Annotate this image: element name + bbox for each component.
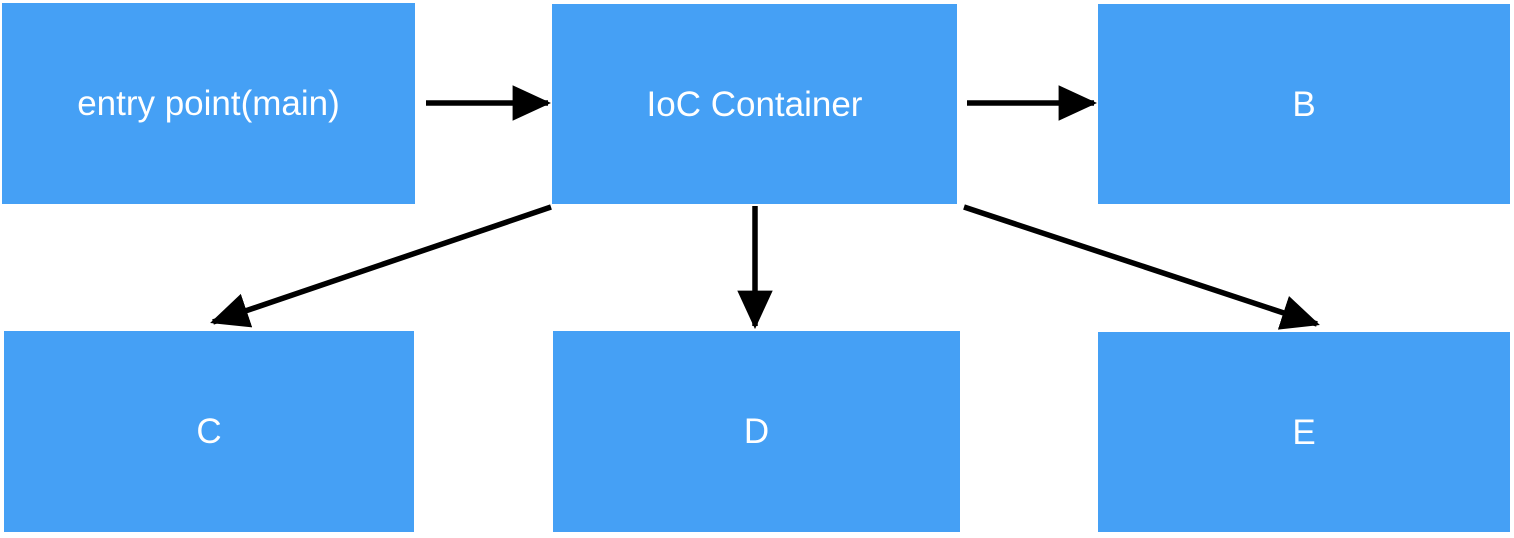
node-e[interactable]: E [1098,332,1510,532]
node-label: E [1292,412,1316,452]
edge-ioc-to-c [210,204,552,328]
node-label: B [1292,84,1316,124]
node-label: entry point(main) [77,84,340,123]
node-c[interactable]: C [4,331,414,532]
node-b[interactable]: B [1098,4,1510,204]
edge-ioc-to-e [963,204,1320,330]
node-entry-point-main[interactable]: entry point(main) [2,3,415,204]
node-ioc-container[interactable]: IoC Container [552,4,957,204]
node-label: D [743,412,770,451]
node-d[interactable]: D [553,331,960,532]
node-label: C [196,412,222,451]
node-label: IoC Container [646,84,863,124]
